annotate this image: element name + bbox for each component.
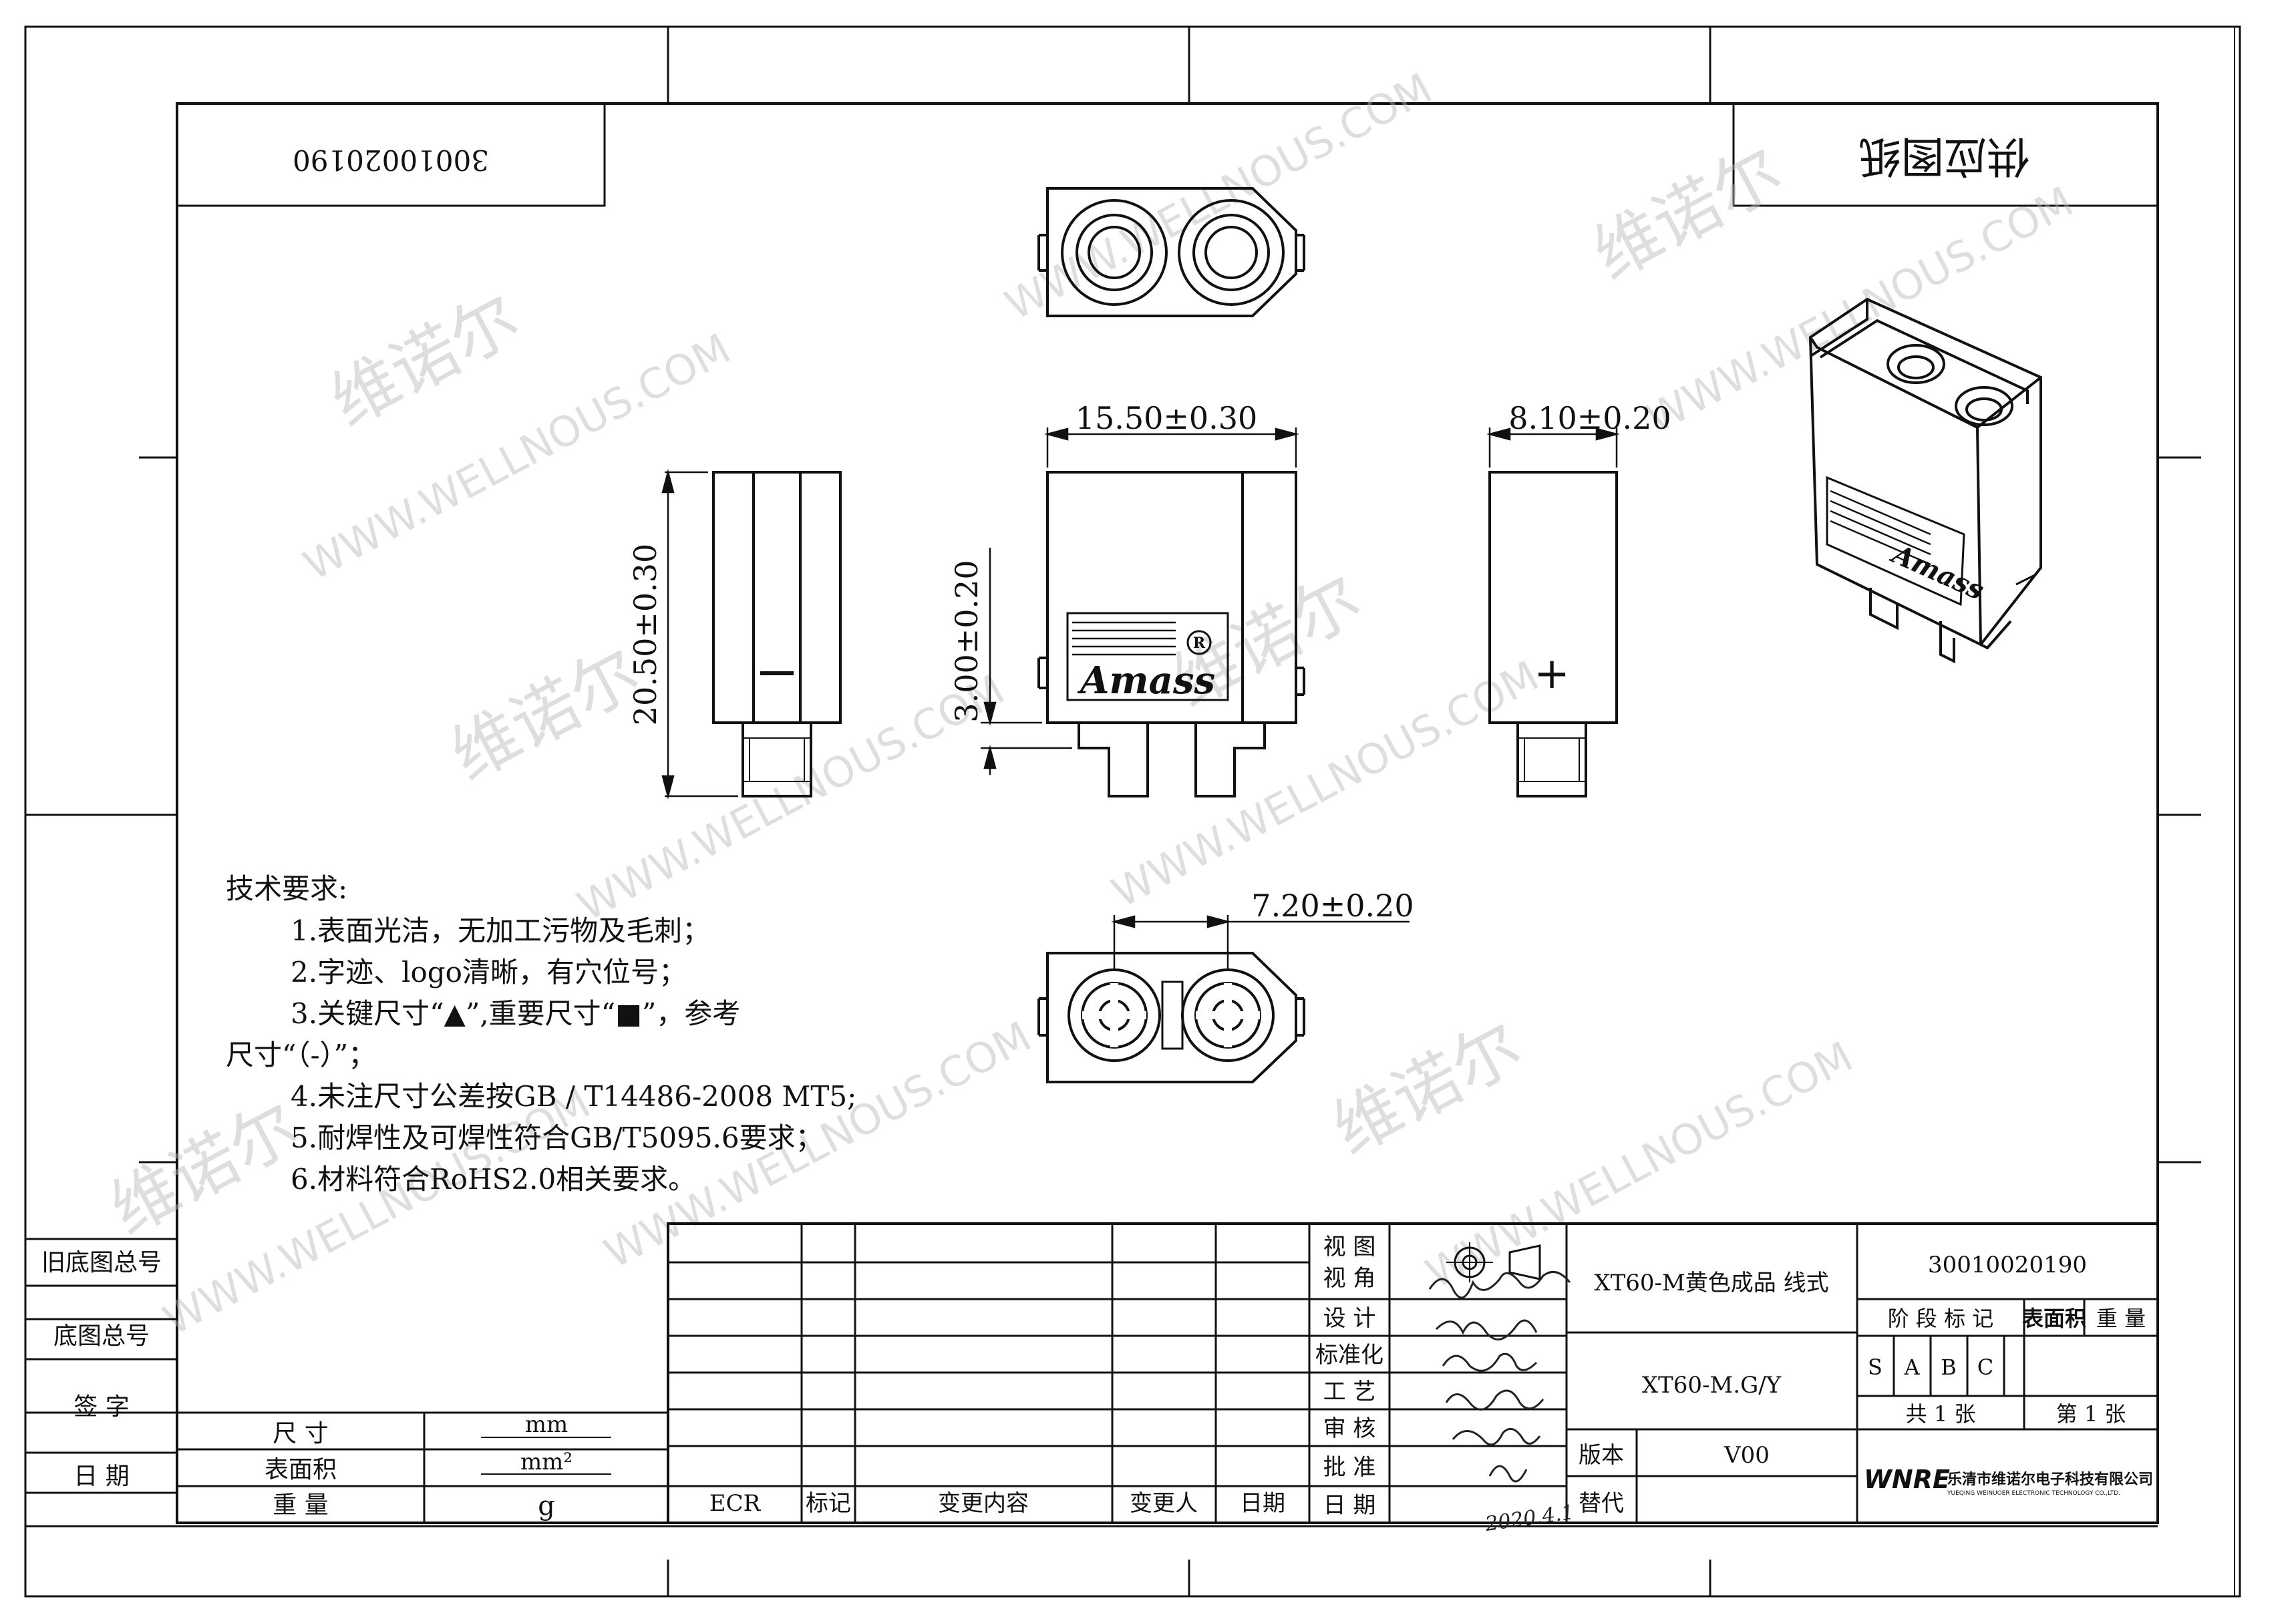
area-label: 表面积 — [265, 1456, 337, 1483]
sign-label: 签 字 — [73, 1393, 129, 1421]
supply-stamp-box: 供应图纸 — [1732, 104, 2158, 207]
tech-requirements: 技术要求: 1.表面光洁，无加工污物及毛刺； 2.字迹、logo清晰，有穴位号；… — [226, 872, 856, 1196]
tech-item: 2.字迹、logo清晰，有穴位号； — [291, 956, 687, 989]
sign-row-design: 设 计 — [1323, 1305, 1376, 1332]
change-header-mark: 标记 — [806, 1490, 851, 1517]
area-header: 表面积 — [2022, 1306, 2086, 1331]
tech-item: 6.材料符合RoHS2.0相关要求。 — [291, 1163, 696, 1196]
total-sheets: 共 1 张 — [1906, 1401, 1976, 1427]
product-name: XT60-M黄色成品 线式 — [1594, 1270, 1828, 1296]
stage-header: 阶 段 标 记 — [1888, 1306, 1994, 1331]
dim-depth: 8.10±0.20 — [1508, 400, 1671, 436]
company-name-cn: 乐清市维诺尔电子科技有限公司 — [1947, 1471, 2153, 1488]
watermark-cn: 维诺尔 — [1581, 132, 1794, 295]
watermark-cn: 维诺尔 — [1320, 1007, 1534, 1170]
version-label: 版本 — [1579, 1442, 1624, 1469]
model: XT60-M.G/Y — [1642, 1372, 1782, 1399]
change-table — [667, 1222, 2159, 1524]
zone-ticks — [25, 27, 2201, 1596]
tech-item: 1.表面光洁，无加工污物及毛刺； — [291, 914, 710, 947]
change-header-content: 变更内容 — [938, 1490, 1029, 1517]
left-side-view — [712, 471, 842, 797]
company-name-en: YUEQING WEINUOER ELECTRONIC TECHNOLOGY C… — [1947, 1490, 2120, 1497]
pitch-dimension — [1111, 915, 1410, 968]
change-header-date: 日期 — [1240, 1490, 1285, 1517]
weight-header: 重 量 — [2096, 1306, 2146, 1331]
iso-logo-text: Amass — [1885, 538, 1989, 606]
tech-item: 3.关键尺寸“▲”,重要尺寸“■”，参考 — [291, 997, 740, 1030]
registered-mark: R — [1193, 635, 1206, 652]
sheet-number: 第 1 张 — [2056, 1401, 2126, 1427]
amass-logo: R Amass — [1066, 612, 1229, 703]
sign-row-review: 审 核 — [1323, 1415, 1376, 1442]
sign-row-process: 工 艺 — [1323, 1379, 1376, 1405]
dim-pin: 3.00±0.20 — [949, 560, 985, 722]
signatures: 2020.4.1 — [1428, 1270, 1575, 1536]
sign-row-date: 日 期 — [1323, 1492, 1376, 1519]
top-view — [1037, 187, 1305, 317]
width-dimension — [1044, 427, 1299, 468]
dim-height: 20.50±0.30 — [627, 544, 663, 726]
weight-label: 重 量 — [273, 1491, 328, 1519]
tech-item: 尺寸“（-）”； — [226, 1039, 376, 1071]
handwritten-date: 2020.4.1 — [1483, 1501, 1575, 1536]
watermark-cn: 维诺尔 — [98, 1087, 311, 1250]
right-side-view — [1488, 471, 1618, 797]
title-block — [1567, 1224, 2158, 1523]
plus-mark: + — [1534, 649, 1570, 699]
replace-label: 替代 — [1579, 1490, 1624, 1517]
tech-item: 5.耐焊性及可焊性符合GB/T5095.6要求； — [291, 1121, 824, 1154]
outer-frame — [24, 25, 2241, 1598]
stage-c: C — [1977, 1355, 1993, 1380]
watermark-cn: 维诺尔 — [438, 633, 652, 795]
change-header-ecr: ECR — [709, 1490, 762, 1517]
bottom-view — [1037, 952, 1305, 1083]
sign-row-view: 视 图 — [1323, 1234, 1376, 1260]
area-unit: mm² — [520, 1449, 572, 1475]
dim-width: 15.50±0.30 — [1076, 400, 1258, 436]
date-label: 日 期 — [73, 1463, 129, 1490]
tech-heading: 技术要求: — [226, 872, 347, 905]
supply-stamp: 供应图纸 — [1858, 131, 2029, 180]
corner-code: 30010020190 — [293, 144, 489, 176]
size-label: 尺 寸 — [273, 1420, 328, 1447]
height-dimension — [661, 469, 738, 799]
old-total-label: 旧底图总号 — [41, 1249, 162, 1276]
corner-code-box: 30010020190 — [177, 104, 606, 207]
size-unit: mm — [525, 1411, 568, 1438]
tech-item: 4.未注尺寸公差按GB / T14486-2008 MT5; — [291, 1080, 856, 1113]
weight-unit: g — [538, 1491, 555, 1522]
isometric-view — [1808, 297, 2042, 664]
sign-row-approve: 批 准 — [1323, 1454, 1376, 1481]
depth-dimension — [1486, 427, 1620, 468]
company-logo-text: WNRE — [1864, 1465, 1950, 1494]
dim-pitch: 7.20±0.20 — [1251, 888, 1414, 924]
watermark-cn: 维诺尔 — [318, 279, 532, 441]
stage-b: B — [1941, 1355, 1957, 1380]
part-number: 30010020190 — [1928, 1252, 2087, 1278]
logo-text: Amass — [1077, 659, 1215, 703]
front-view — [1037, 471, 1305, 797]
company-logo: WNRE 乐清市维诺尔电子科技有限公司 YUEQING WEINUOER ELE… — [1864, 1465, 2153, 1497]
stage-a: A — [1903, 1355, 1920, 1380]
change-header-person: 变更人 — [1130, 1490, 1198, 1517]
base-total-label: 底图总号 — [53, 1322, 150, 1350]
sign-table — [1309, 1224, 1568, 1523]
left-margin-block — [25, 1238, 2158, 1528]
sign-row-standard: 标准化 — [1315, 1342, 1383, 1369]
sign-row-angle: 视 角 — [1323, 1265, 1376, 1292]
stage-s: S — [1868, 1355, 1882, 1380]
pin-dimension — [981, 548, 1072, 775]
version: V00 — [1724, 1442, 1770, 1469]
